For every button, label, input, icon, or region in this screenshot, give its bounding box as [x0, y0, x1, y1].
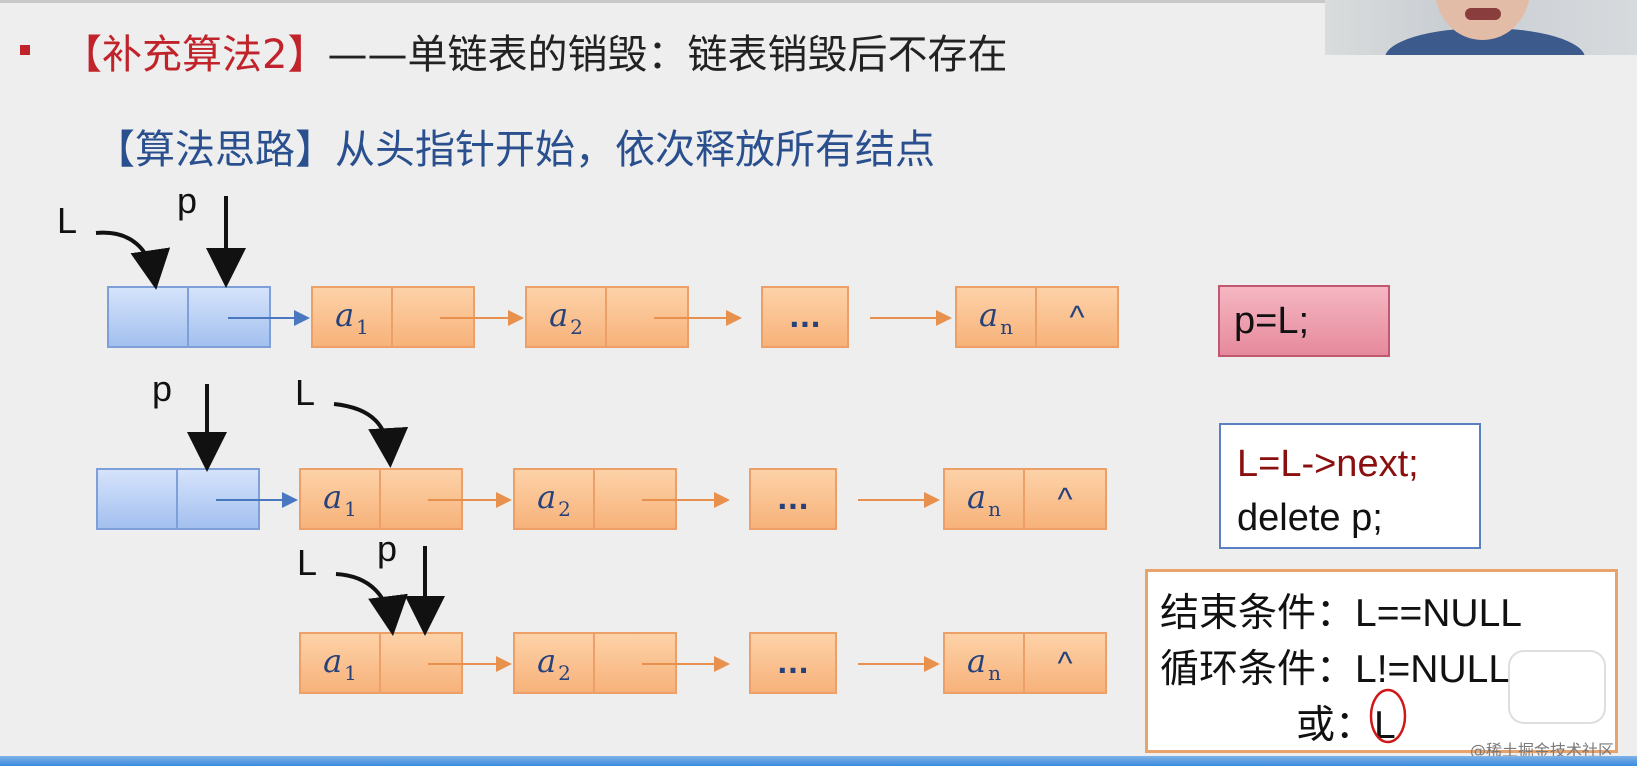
play-icon — [1531, 661, 1583, 713]
top-border — [0, 0, 1637, 3]
code-line-advance: L=L->next; — [1237, 443, 1419, 485]
watermark: @稀土掘金技术社区 — [1470, 741, 1615, 760]
ellipsis-cell: ... — [761, 286, 849, 348]
slide-title: 【补充算法2】——单链表的销毁：链表销毁后不存在 — [62, 22, 1007, 80]
ellipsis-cell: ... — [749, 632, 837, 694]
loop-condition: 循环条件：L!=NULL — [1160, 648, 1511, 691]
title-tag: 【补充算法2】 — [62, 32, 328, 78]
curved-arrow-L — [333, 402, 409, 468]
presenter-video-thumbnail[interactable] — [1325, 0, 1637, 55]
presenter-mouth — [1465, 8, 1501, 20]
code-loop-box: L=L->next; delete p; — [1219, 423, 1481, 549]
node-ellipsis-row2: ... — [749, 468, 837, 530]
play-button[interactable] — [1508, 650, 1606, 724]
title-bullet — [20, 45, 30, 55]
algorithm-idea: 【算法思路】从头指针开始，依次释放所有结点 — [95, 127, 935, 173]
title-text: ——单链表的销毁：链表销毁后不存在 — [327, 32, 1008, 78]
null-cell: ^ — [1035, 286, 1119, 348]
head-data-cell — [96, 468, 178, 530]
bottom-bar — [0, 756, 1637, 766]
pointer-label-L: L — [295, 372, 316, 413]
pointer-label-p: p — [377, 528, 398, 569]
pointer-label-L: L — [57, 200, 78, 241]
head-data-cell — [107, 286, 189, 348]
ellipsis-cell: ... — [749, 468, 837, 530]
node-ellipsis-row1: ... — [761, 286, 849, 348]
pointer-label-p: p — [152, 368, 173, 409]
node-ellipsis-row3: ... — [749, 632, 837, 694]
end-condition: 结束条件：L==NULL — [1160, 592, 1522, 635]
code-line-delete: delete p; — [1237, 497, 1383, 539]
pointer-label-L: L — [297, 542, 318, 583]
code-init-box: p=L; — [1218, 285, 1390, 357]
curved-arrow-L — [95, 230, 171, 290]
null-cell: ^ — [1023, 632, 1107, 694]
null-cell: ^ — [1023, 468, 1107, 530]
pointer-label-p: p — [177, 180, 198, 221]
curved-arrow-L — [335, 572, 408, 636]
